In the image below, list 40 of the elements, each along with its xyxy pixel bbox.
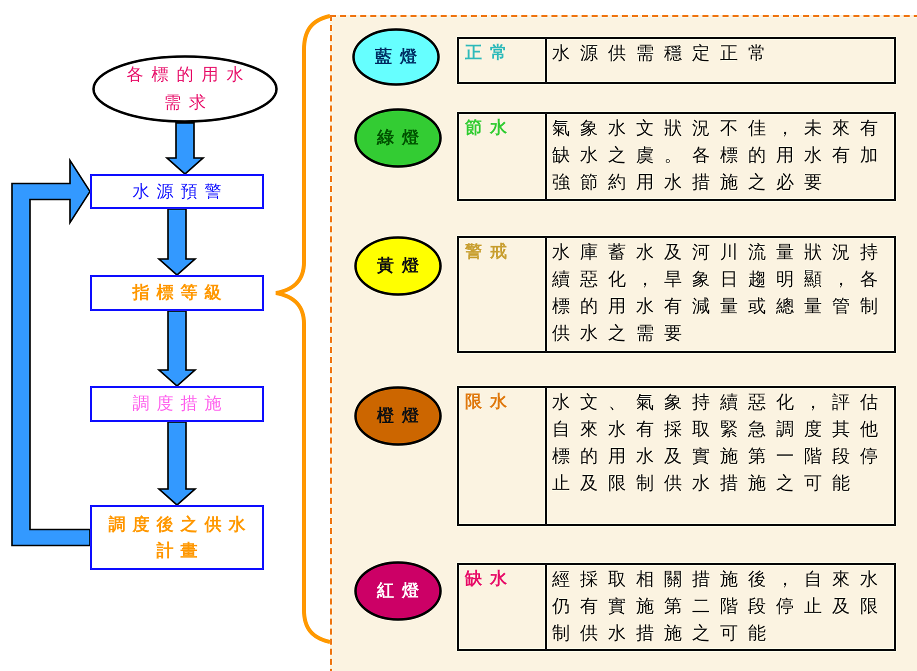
terminal-label: 各標的用水需求 bbox=[126, 64, 252, 115]
status-row bbox=[457, 236, 896, 353]
block-arrow bbox=[156, 208, 198, 276]
status-label: 正常 bbox=[459, 39, 547, 82]
status-row bbox=[457, 112, 896, 201]
light-label: 藍燈 bbox=[374, 46, 425, 69]
light-label: 綠燈 bbox=[376, 127, 427, 150]
status-description: 水庫蓄水及河川流量狀況持續惡化，旱象日趨明顯，各標的用水有減量或總量管制供水之需要 bbox=[551, 241, 889, 346]
process-label: 指標等級 bbox=[131, 282, 228, 305]
block-arrow bbox=[164, 122, 206, 176]
status-description: 經採取相關措施後，自來水仍有實施第二階段停止及限制供水措施之可能 bbox=[551, 568, 889, 646]
status-label: 缺水 bbox=[459, 565, 547, 649]
block-arrow bbox=[156, 310, 198, 388]
signal-light bbox=[354, 561, 442, 621]
status-label: 節水 bbox=[459, 114, 547, 199]
process-box bbox=[90, 505, 264, 570]
status-label: 警戒 bbox=[459, 238, 547, 351]
signal-light bbox=[354, 386, 442, 446]
block-arrow bbox=[156, 421, 198, 506]
status-row bbox=[457, 563, 896, 651]
status-row bbox=[457, 386, 896, 526]
signal-light bbox=[352, 28, 440, 86]
process-label: 調度後之供水計畫 bbox=[108, 514, 254, 562]
process-box bbox=[90, 386, 264, 422]
light-label: 橙燈 bbox=[376, 405, 427, 428]
process-box bbox=[90, 275, 264, 311]
process-box bbox=[90, 174, 264, 209]
status-label: 限水 bbox=[459, 388, 547, 524]
signal-light bbox=[354, 108, 442, 168]
process-label: 調度措施 bbox=[132, 393, 228, 416]
status-description: 氣象水文狀況不佳，未來有缺水之虞。各標的用水有加強節約用水措施之必要 bbox=[551, 117, 889, 195]
status-description: 水源供需穩定正常 bbox=[551, 42, 777, 66]
light-label: 黃燈 bbox=[376, 255, 427, 278]
status-row bbox=[457, 37, 896, 84]
signal-light bbox=[354, 236, 442, 296]
terminal-ellipse bbox=[92, 55, 278, 123]
block-arrow bbox=[11, 158, 91, 546]
status-description: 水文、氣象持續惡化，評估自來水有採取緊急調度其他標的用水及實施第一階段停止及限制供水措施之可能 bbox=[551, 391, 889, 496]
light-label: 紅燈 bbox=[376, 580, 427, 603]
process-label: 水源預警 bbox=[132, 180, 228, 204]
